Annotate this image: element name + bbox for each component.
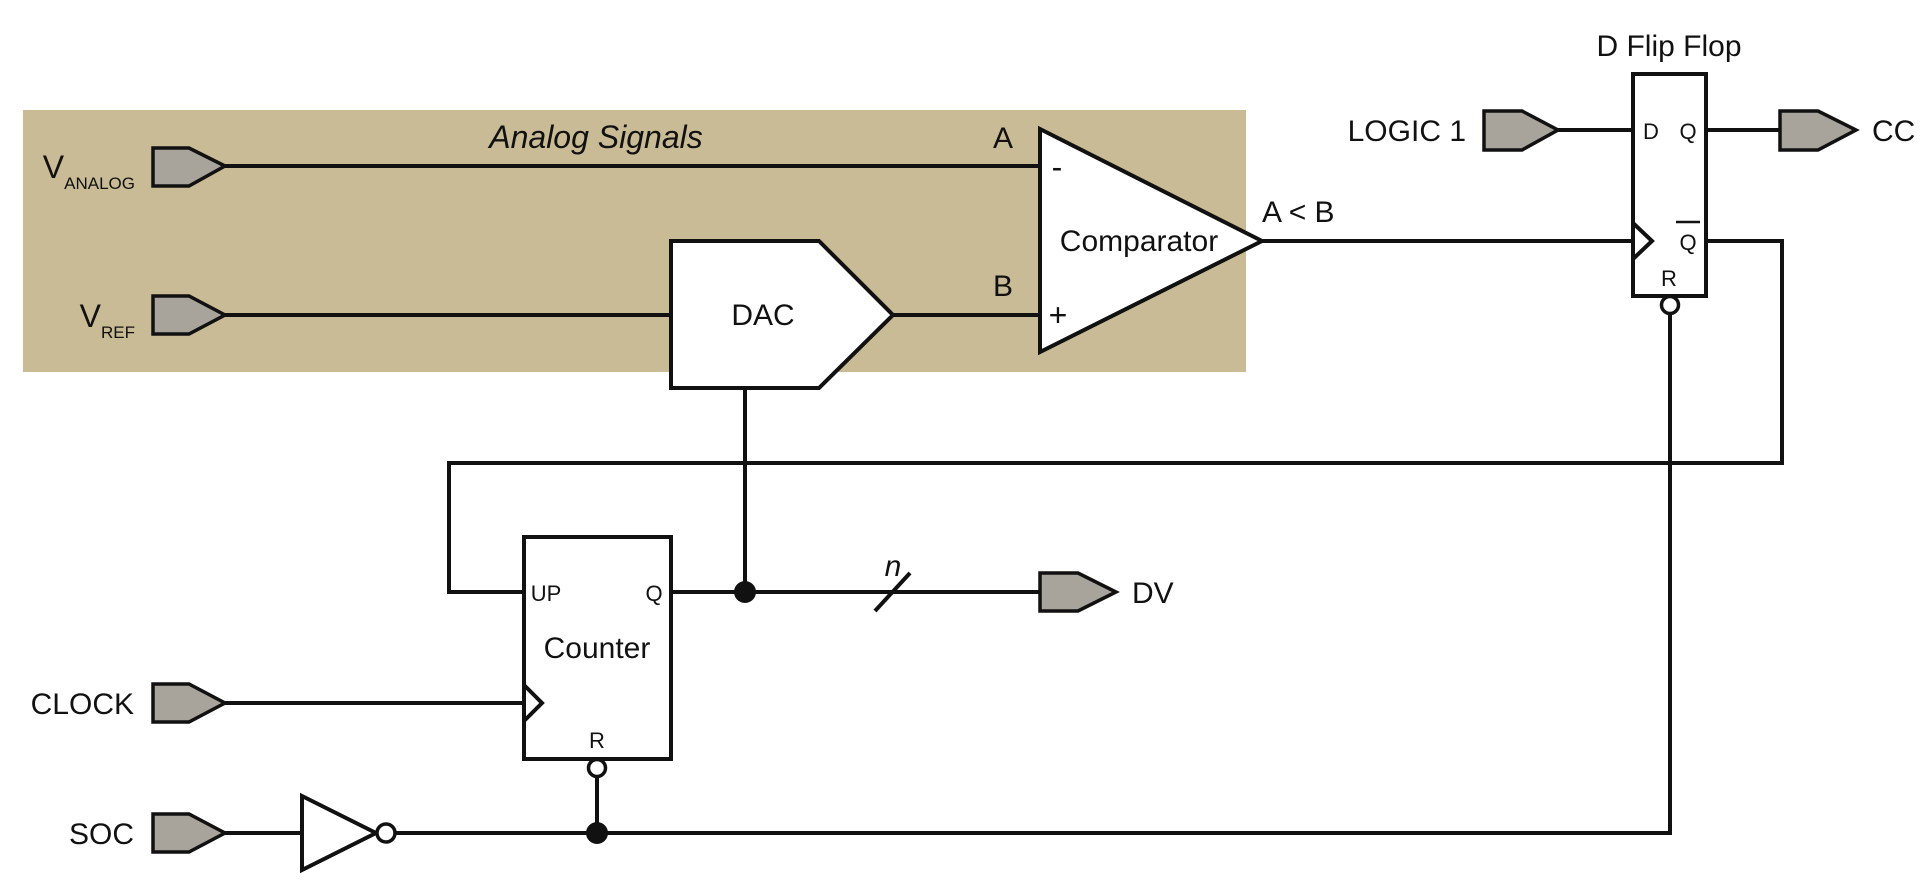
port-cc	[1778, 109, 1860, 152]
wires	[225, 128, 1784, 835]
comparator-input-a: A	[993, 122, 1013, 155]
port-dv	[1038, 571, 1120, 613]
port-vref	[151, 294, 229, 336]
flipflop-clock-input-icon	[1631, 221, 1655, 261]
label-cc: CC	[1872, 115, 1915, 148]
comparator-input-b: B	[993, 270, 1013, 303]
label-vanalog: VANALOG	[43, 149, 135, 193]
junction-dot-reset	[586, 822, 608, 844]
comparator-output-label: A < B	[1262, 196, 1335, 229]
flipflop-block	[1631, 72, 1708, 298]
analog-signals-title: Analog Signals	[487, 119, 702, 155]
label-vref: VREF	[80, 298, 135, 342]
counter-block	[522, 535, 673, 761]
bus-width-label: n	[885, 550, 902, 583]
port-soc	[151, 812, 229, 854]
dac-block	[669, 239, 896, 390]
flipflop-r-pin: R	[1661, 266, 1677, 291]
label-logic1: LOGIC 1	[1348, 115, 1466, 148]
inverter-gate	[300, 792, 381, 874]
input-ports	[151, 109, 1562, 854]
counter-clock-input-icon	[522, 683, 545, 723]
output-ports	[1038, 109, 1860, 613]
counter-up-pin: UP	[531, 581, 562, 606]
counter-reset-bubble	[586, 757, 608, 779]
counter-q-pin: Q	[645, 581, 662, 606]
flipflop-reset-bubble	[1659, 294, 1681, 316]
label-soc: SOC	[69, 818, 134, 851]
bus-width-slash	[873, 571, 912, 613]
comparator-block	[1038, 125, 1267, 356]
counter-r-pin: R	[589, 728, 605, 753]
counter-label: Counter	[544, 632, 651, 665]
inverter-bubble	[375, 822, 397, 844]
comparator-minus: -	[1052, 149, 1063, 185]
flipflop-q-pin: Q	[1679, 119, 1696, 144]
label-clock: CLOCK	[31, 688, 134, 721]
flipflop-d-pin: D	[1643, 119, 1659, 144]
dac-label: DAC	[731, 299, 794, 332]
comparator-plus: +	[1049, 297, 1068, 333]
comparator-label: Comparator	[1060, 225, 1218, 258]
flipflop-qbar-pin: Q	[1679, 230, 1696, 255]
wire-inverter-to-resets	[396, 315, 1672, 835]
port-logic1	[1482, 109, 1562, 152]
flipflop-title: D Flip Flop	[1596, 30, 1741, 63]
port-clock	[151, 682, 229, 724]
port-vanalog	[151, 146, 229, 188]
label-dv: DV	[1132, 577, 1174, 610]
wire-qbar-feedback-to-up	[447, 239, 1784, 594]
junction-dot-dac	[734, 581, 756, 603]
